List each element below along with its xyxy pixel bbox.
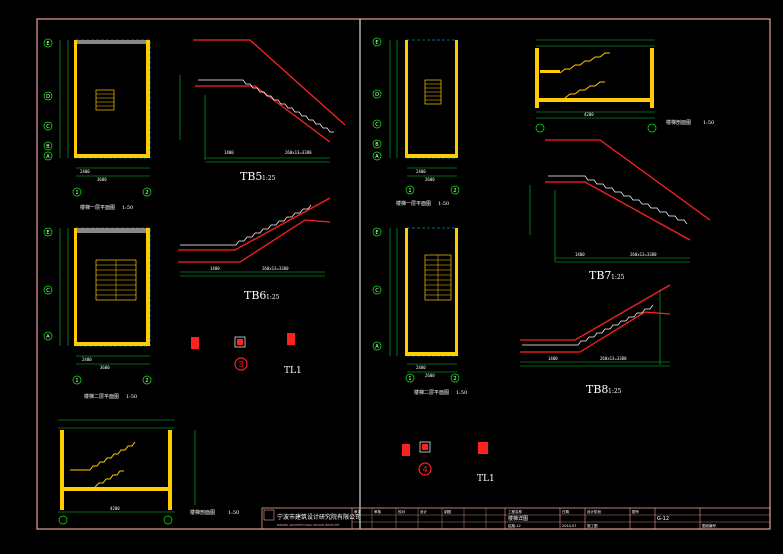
tl1-b-label: TL1 <box>477 474 495 484</box>
section-b <box>535 39 657 133</box>
axis-label-b2-a: A <box>375 344 379 350</box>
section-a <box>58 419 196 525</box>
axis-label-b1-d: D <box>375 92 379 98</box>
tb7-scale: 1:25 <box>611 274 625 281</box>
axis-label-a2-1: 1 <box>75 378 78 384</box>
company-name: 宁波市建筑设计研究院有限公司 <box>277 513 361 521</box>
axis-label-b2-1: 1 <box>408 376 411 382</box>
role-draw: 制图 <box>444 509 452 514</box>
stage-label: 设计阶段 <box>587 509 601 514</box>
axis-label-a1-2: 2 <box>145 190 148 196</box>
dim-tb7-1400: 1400 <box>575 252 585 257</box>
axis-label-b1-c: C <box>375 122 379 128</box>
axis-label-a2-a: A <box>46 334 50 340</box>
project-label: 工程名称 <box>508 509 522 514</box>
axis-label-b2-2: 2 <box>453 376 456 382</box>
plan-b1-scale: 1:50 <box>438 201 449 207</box>
tl1-a-label: TL1 <box>284 366 302 376</box>
drawing-no-label: 图号 <box>632 509 640 514</box>
plan-b2-title: 楼梯二层平面图 <box>414 389 449 396</box>
tb5-scale: 1:25 <box>262 175 276 182</box>
plan-a1 <box>59 39 151 177</box>
tb8-stair <box>520 284 671 367</box>
plan-a1-title: 楼梯一层平面图 <box>80 204 115 211</box>
date-label: 日期 <box>562 509 570 514</box>
axis-label-a1-b: B <box>46 144 50 150</box>
plan-b1-title: 楼梯一层平面图 <box>396 200 431 207</box>
tb7-label: TB7 <box>589 269 611 282</box>
drawing-number: 结施-12 <box>508 523 521 528</box>
dim-a1-2400: 2400 <box>80 169 90 174</box>
section-a-scale: 1:50 <box>228 510 239 516</box>
plan-a2-title: 楼梯二层平面图 <box>84 393 119 400</box>
dim-b2-2400: 2400 <box>416 365 426 370</box>
plan-b1 <box>372 37 460 195</box>
plan-b2-scale: 1:50 <box>456 390 467 396</box>
tb7-stair <box>529 139 711 263</box>
dim-a2-2400: 2400 <box>82 357 92 362</box>
role-design: 设计 <box>420 509 428 514</box>
dim-section-b-4200: 4200 <box>584 112 594 117</box>
axis-label-a1-1: 1 <box>75 190 78 196</box>
stage-value: 施工图 <box>587 523 598 528</box>
sheet-code: G-12 <box>657 516 669 522</box>
axis-label-a1-a: A <box>46 154 50 160</box>
plan-a1-scale: 1:50 <box>122 205 133 211</box>
dim-tb5-3380: 260x13=3380 <box>285 150 312 155</box>
dim-tb5-1400: 1400 <box>224 150 234 155</box>
company-name-en: NINGBO ARCHITECTURAL DESIGN INSTITUTE <box>277 523 339 527</box>
dim-tb7-3380: 260x13=3380 <box>630 252 657 257</box>
detail-4-label: 4 <box>422 465 427 474</box>
dim-b2-2600: 2600 <box>425 373 435 378</box>
tb5-stair <box>179 39 346 163</box>
axis-label-b2-c: C <box>375 288 379 294</box>
axis-label-a2-2: 2 <box>145 378 148 384</box>
drawing-title: 楼梯详图 <box>508 515 528 522</box>
axis-label-b1-b: B <box>375 142 379 148</box>
dim-section-a-4200: 4200 <box>110 506 120 511</box>
axis-label-b1-1: 1 <box>408 188 411 194</box>
tb6-scale: 1:25 <box>266 294 280 301</box>
axis-label-b2-e: E <box>375 230 378 236</box>
role-approve: 审定 <box>354 509 362 514</box>
axis-label-b1-e: E <box>375 40 378 46</box>
section-b-title: 楼梯剖面图 <box>666 119 691 126</box>
dim-tb6-1400: 1400 <box>210 266 220 271</box>
axis-label-a2-e: E <box>46 230 49 236</box>
role-check: 校对 <box>398 509 406 514</box>
dim-tb8-3380: 260x13=3380 <box>600 356 627 361</box>
axis-label-a1-c: C <box>46 124 50 130</box>
dim-tb8-1400: 1400 <box>548 356 558 361</box>
axis-label-b1-a: A <box>375 154 379 160</box>
detail-4-group <box>402 441 488 476</box>
axis-label-b1-2: 2 <box>453 188 456 194</box>
dim-a1-3600: 3600 <box>97 177 107 182</box>
dim-a2-3600: 3600 <box>100 365 110 370</box>
plan-a2-scale: 1:50 <box>126 394 137 400</box>
plan-b2 <box>372 227 460 383</box>
title-block <box>261 507 771 530</box>
tb6-label: TB6 <box>244 289 266 302</box>
plan-a2 <box>43 227 152 385</box>
role-review: 审核 <box>374 509 382 514</box>
tb8-label: TB8 <box>586 383 608 396</box>
plan-a1-axis-bubbles: E D C B A 1 2 <box>43 38 152 197</box>
section-b-scale: 1:50 <box>703 120 714 126</box>
date-value: 2010.07 <box>562 524 576 528</box>
tb8-scale: 1:25 <box>608 388 622 395</box>
tb6-stair <box>178 197 331 277</box>
bottom-note: 图纸编号 <box>702 523 716 528</box>
detail-3-label: 3 <box>238 360 243 369</box>
axis-label-a1-e: E <box>46 41 49 47</box>
dim-b1-2400: 2400 <box>416 169 426 174</box>
tb5-label: TB5 <box>240 170 262 183</box>
section-a-title: 楼梯剖面图 <box>190 509 215 516</box>
axis-label-a1-d: D <box>46 94 50 100</box>
axis-label-a2-c: C <box>46 288 50 294</box>
dim-b1-2600: 2600 <box>425 177 435 182</box>
dim-tb6-3380: 260x13=3380 <box>262 266 289 271</box>
detail-3-group <box>191 333 295 371</box>
